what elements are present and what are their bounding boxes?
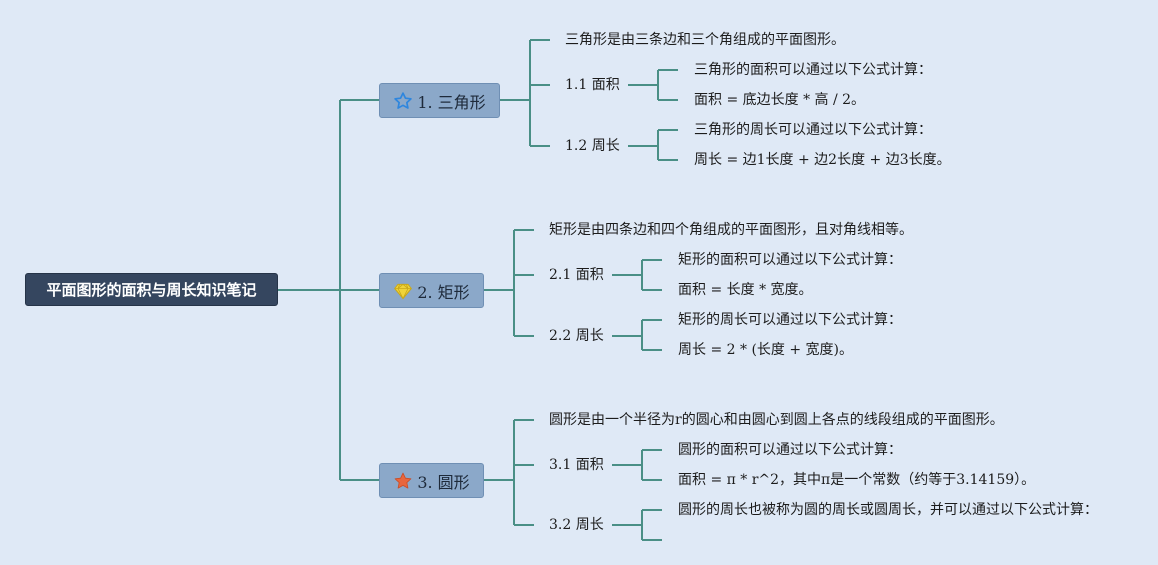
rectangle-area-line-2[interactable]: 面积 = 长度 * 宽度。 bbox=[678, 282, 813, 298]
topic-label: 1. 三角形 bbox=[417, 92, 486, 112]
triangle-area-line-2[interactable]: 面积 = 底边长度 * 高 / 2。 bbox=[694, 92, 866, 108]
rectangle-definition[interactable]: 矩形是由四条边和四个角组成的平面图形，且对角线相等。 bbox=[549, 222, 913, 238]
triangle-area-label[interactable]: 1.1 面积 bbox=[565, 77, 620, 93]
circle-definition[interactable]: 圆形是由一个半径为r的圆心和由圆心到圆上各点的线段组成的平面图形。 bbox=[549, 412, 1004, 428]
triangle-perimeter-line-2[interactable]: 周长 = 边1长度 + 边2长度 + 边3长度。 bbox=[694, 152, 951, 168]
triangle-perimeter-line-1[interactable]: 三角形的周长可以通过以下公式计算： bbox=[694, 122, 932, 138]
rectangle-perimeter-label[interactable]: 2.2 周长 bbox=[549, 328, 604, 344]
star-filled-icon bbox=[393, 471, 413, 491]
rectangle-perimeter-line-2[interactable]: 周长 = 2 * (长度 + 宽度)。 bbox=[678, 342, 853, 358]
triangle-perimeter-label[interactable]: 1.2 周长 bbox=[565, 138, 620, 154]
root-node[interactable]: 平面图形的面积与周长知识笔记 bbox=[25, 273, 278, 306]
rectangle-area-line-1[interactable]: 矩形的面积可以通过以下公式计算： bbox=[678, 252, 902, 268]
diamond-icon bbox=[393, 281, 413, 301]
star-outline-icon bbox=[393, 91, 413, 111]
triangle-definition[interactable]: 三角形是由三条边和三个角组成的平面图形。 bbox=[565, 32, 845, 48]
topic-circle[interactable]: 3. 圆形 bbox=[379, 463, 484, 498]
triangle-area-line-1[interactable]: 三角形的面积可以通过以下公式计算： bbox=[694, 62, 932, 78]
root-label: 平面图形的面积与周长知识笔记 bbox=[46, 281, 257, 299]
rectangle-area-label[interactable]: 2.1 面积 bbox=[549, 267, 604, 283]
topic-label: 3. 圆形 bbox=[417, 472, 470, 492]
topic-triangle[interactable]: 1. 三角形 bbox=[379, 83, 500, 118]
topic-rectangle[interactable]: 2. 矩形 bbox=[379, 273, 484, 308]
circle-area-line-1[interactable]: 圆形的面积可以通过以下公式计算： bbox=[678, 442, 902, 458]
circle-area-line-2[interactable]: 面积 = π * r^2，其中π是一个常数（约等于3.14159）。 bbox=[678, 472, 1036, 488]
topic-label: 2. 矩形 bbox=[417, 282, 470, 302]
circle-perimeter-line-1[interactable]: 圆形的周长也被称为圆的周长或圆周长，并可以通过以下公式计算： bbox=[678, 502, 1098, 518]
rectangle-perimeter-line-1[interactable]: 矩形的周长可以通过以下公式计算： bbox=[678, 312, 902, 328]
circle-perimeter-label[interactable]: 3.2 周长 bbox=[549, 517, 604, 533]
circle-area-label[interactable]: 3.1 面积 bbox=[549, 457, 604, 473]
